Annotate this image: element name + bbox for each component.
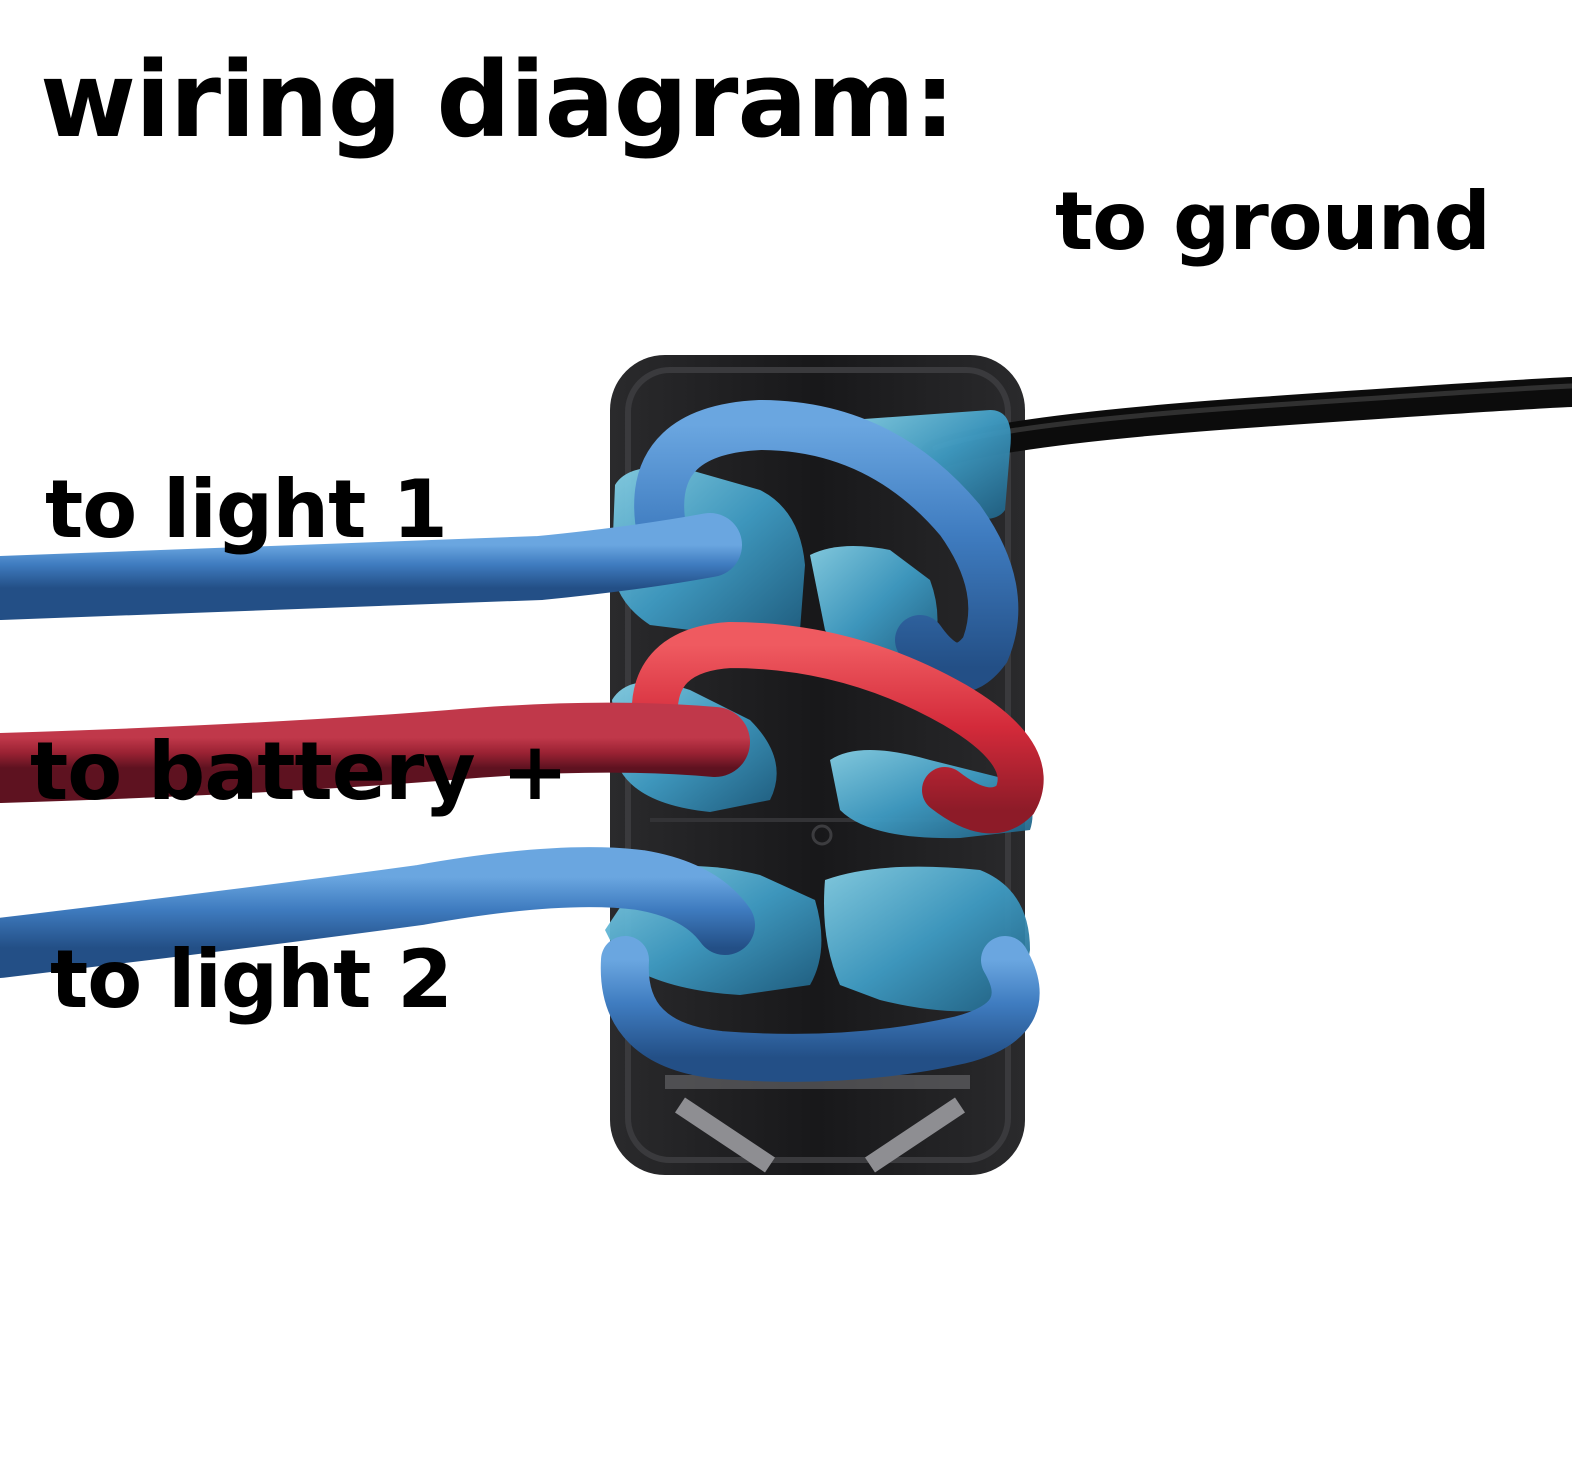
light2-jumper-loop (600, 936, 1040, 1082)
label-to-light-2: to light 2 (50, 933, 453, 1026)
label-to-ground: to ground (1055, 175, 1491, 268)
battery-wire (0, 702, 750, 803)
label-to-light-1: to light 1 (45, 463, 448, 556)
light1-jumper-loop (634, 399, 1019, 693)
diagram-title: wiring diagram: (40, 39, 955, 161)
ground-wire (920, 377, 1572, 470)
battery-jumper-loop (631, 621, 1044, 834)
light1-wire (0, 513, 742, 620)
light2-wire (0, 847, 755, 978)
label-to-battery: to battery + (30, 725, 569, 818)
